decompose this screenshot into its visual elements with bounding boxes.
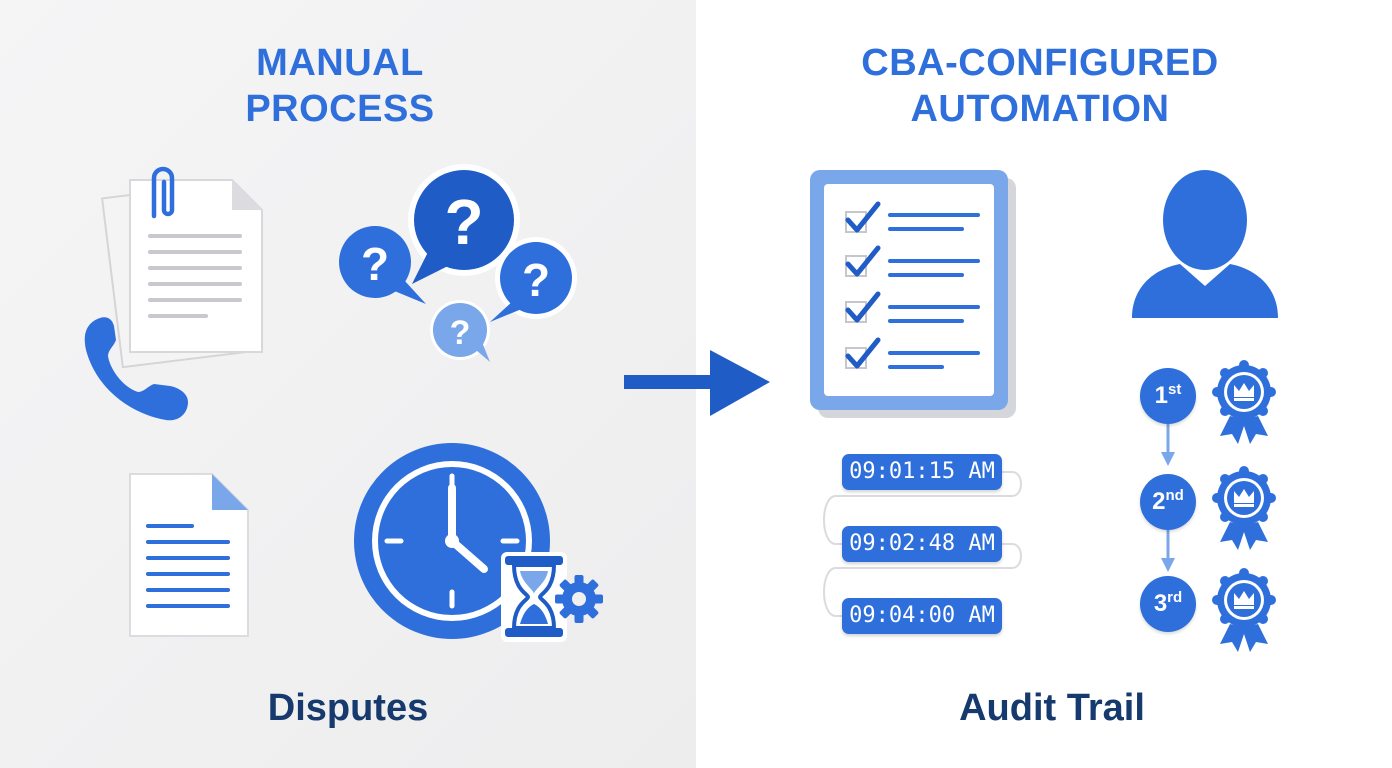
timestamp-box: 09:01:15 AM xyxy=(842,454,1002,490)
award-badge-icon xyxy=(1212,568,1276,652)
transition-arrow-icon xyxy=(624,350,770,416)
rank-badge-first: 1st xyxy=(1140,368,1196,424)
svg-text:?: ? xyxy=(450,314,471,352)
rank-badge-third: 3rd xyxy=(1140,576,1196,632)
award-badge-icon xyxy=(1212,360,1276,444)
timestamp-box: 09:04:00 AM xyxy=(842,598,1002,634)
automation-heading: CBA-CONFIGURED AUTOMATION xyxy=(861,42,1219,130)
document-icon xyxy=(129,473,249,637)
rank-connector-arrows xyxy=(1161,424,1175,572)
timestamp-connectors xyxy=(823,471,1022,617)
person-icon xyxy=(1132,170,1278,318)
rank-badge-second: 2nd xyxy=(1140,474,1196,530)
audit-trail-caption: Audit Trail xyxy=(959,687,1145,729)
paperclip-icon xyxy=(151,166,175,219)
manual-process-heading: MANUAL PROCESS xyxy=(245,42,435,130)
svg-text:?: ? xyxy=(444,186,483,258)
checklist-icon xyxy=(810,170,1016,418)
checklist-items xyxy=(845,201,980,369)
disputes-caption: Disputes xyxy=(267,687,429,729)
svg-text:?: ? xyxy=(361,238,389,290)
question-bubbles-icon: ? ? ? ? xyxy=(339,164,577,362)
timestamp-box: 09:02:48 AM xyxy=(842,526,1002,562)
clock-icon xyxy=(354,443,550,639)
award-badge-icon xyxy=(1212,466,1276,550)
phone-icon xyxy=(84,317,188,421)
svg-text:?: ? xyxy=(522,254,550,306)
gear-icon xyxy=(555,575,603,623)
document-stack-icon xyxy=(101,179,263,369)
hourglass-icon xyxy=(501,552,567,642)
